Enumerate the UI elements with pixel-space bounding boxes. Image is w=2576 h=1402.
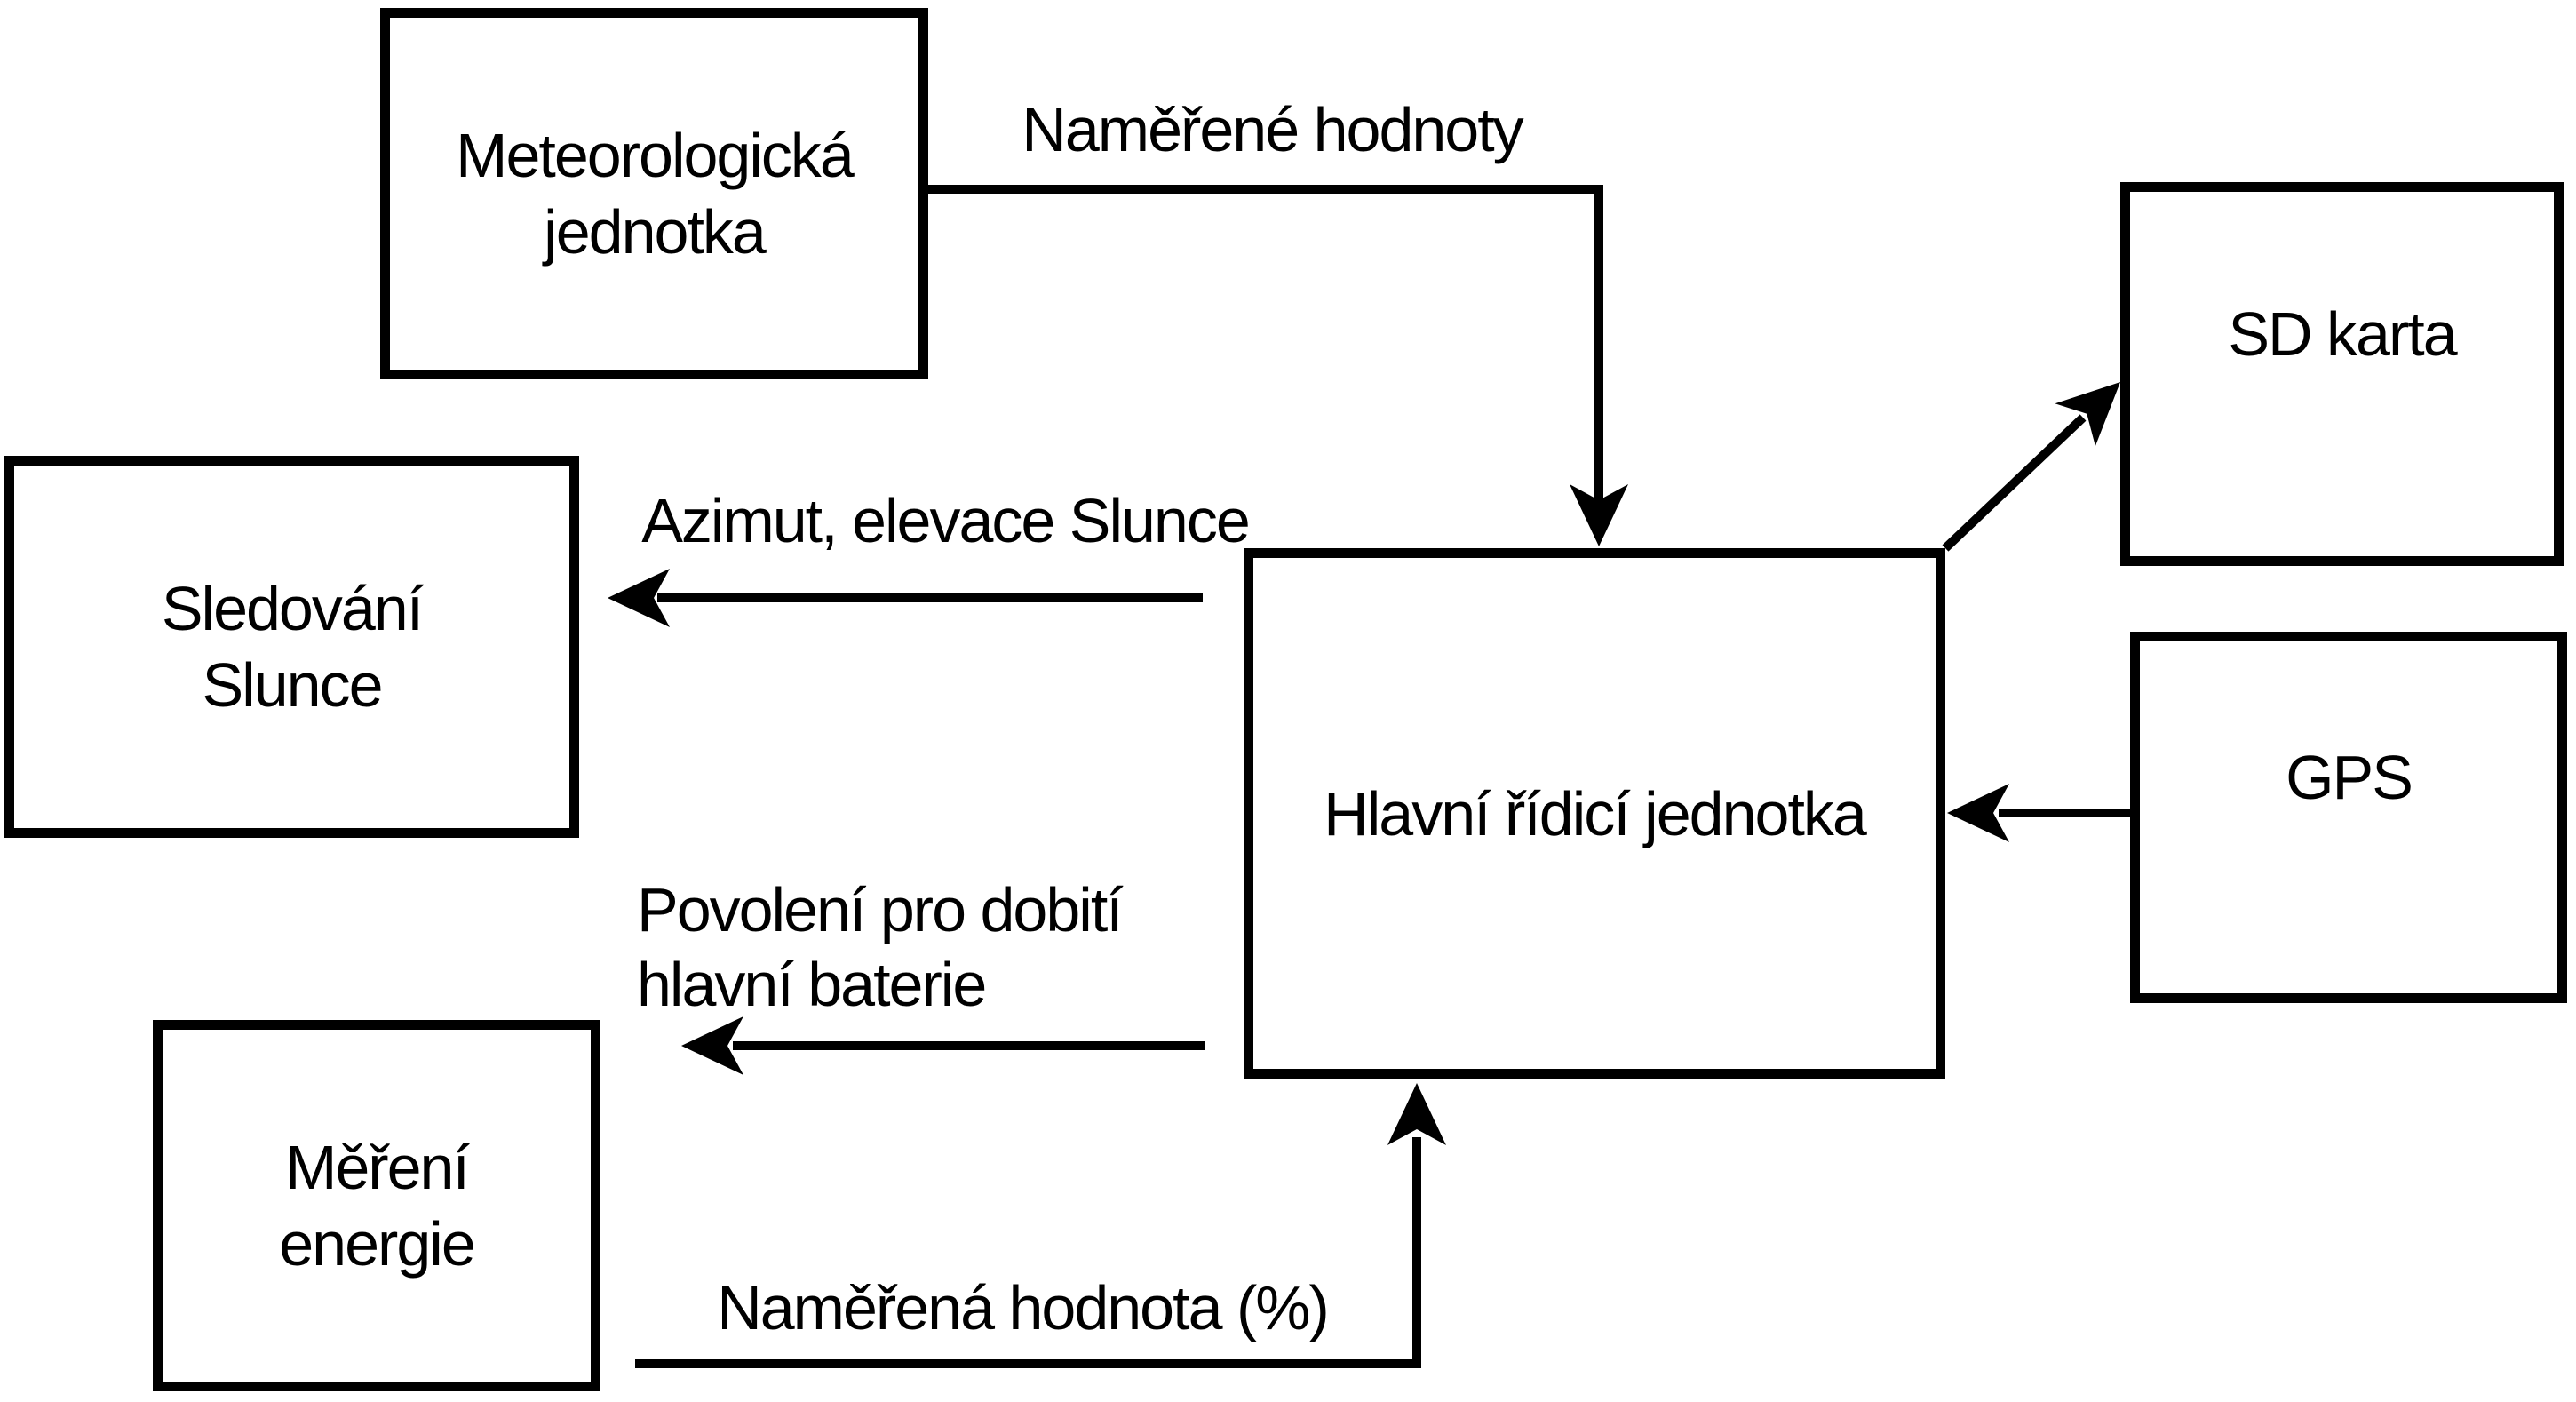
node-gps-label: GPS bbox=[2286, 743, 2413, 812]
node-sun-tracking-label-line2: Slunce bbox=[202, 650, 383, 720]
arrowhead-main-to-mereni bbox=[681, 1016, 743, 1075]
node-energy-measurement-label-line1: Měření bbox=[285, 1133, 470, 1202]
edge-label-azimuth-elevation: Azimut, elevace Slunce bbox=[641, 486, 1251, 555]
arrowhead-main-to-sd bbox=[2055, 382, 2120, 447]
node-sun-tracking-label-line1: Sledování bbox=[161, 574, 424, 643]
node-sun-tracking: Sledování Slunce bbox=[4, 456, 579, 838]
node-energy-measurement: Měření energie bbox=[153, 1020, 600, 1391]
node-main-control-unit: Hlavní řídicí jednotka bbox=[1244, 548, 1945, 1079]
arrowhead-main-to-sledovani bbox=[608, 569, 670, 627]
node-meteorological-unit-label-line2: jednotka bbox=[544, 197, 767, 267]
edge-label-measured-value-percent: Naměřená hodnota (%) bbox=[717, 1273, 1330, 1342]
edge-label-charge-permission-line1: Povolení pro dobití bbox=[637, 875, 1124, 944]
node-gps: GPS bbox=[2130, 632, 2567, 1003]
edge-label-charge-permission-line2: hlavní baterie bbox=[637, 950, 987, 1019]
node-sd-card: SD karta bbox=[2120, 182, 2564, 566]
node-meteorological-unit: Meteorologická jednotka bbox=[380, 8, 928, 379]
arrow-meteo-to-main bbox=[928, 185, 1603, 506]
node-energy-measurement-label-line2: energie bbox=[279, 1209, 476, 1279]
node-main-control-unit-label: Hlavní řídicí jednotka bbox=[1324, 778, 1867, 848]
arrowhead-gps-to-main bbox=[1947, 784, 2009, 842]
edge-label-charge-permission: Povolení pro dobití hlavní baterie bbox=[637, 872, 1124, 1022]
arrow-main-to-sd bbox=[1942, 414, 2087, 552]
arrowhead-meteo-to-main bbox=[1570, 484, 1628, 546]
arrow-mereni-to-main bbox=[635, 1137, 1421, 1368]
edge-label-measured-values: Naměřené hodnoty bbox=[1022, 95, 1523, 164]
arrowhead-mereni-to-main bbox=[1387, 1083, 1446, 1145]
node-sd-card-label: SD karta bbox=[2228, 299, 2457, 369]
node-meteorological-unit-label-line1: Meteorologická bbox=[456, 121, 855, 190]
